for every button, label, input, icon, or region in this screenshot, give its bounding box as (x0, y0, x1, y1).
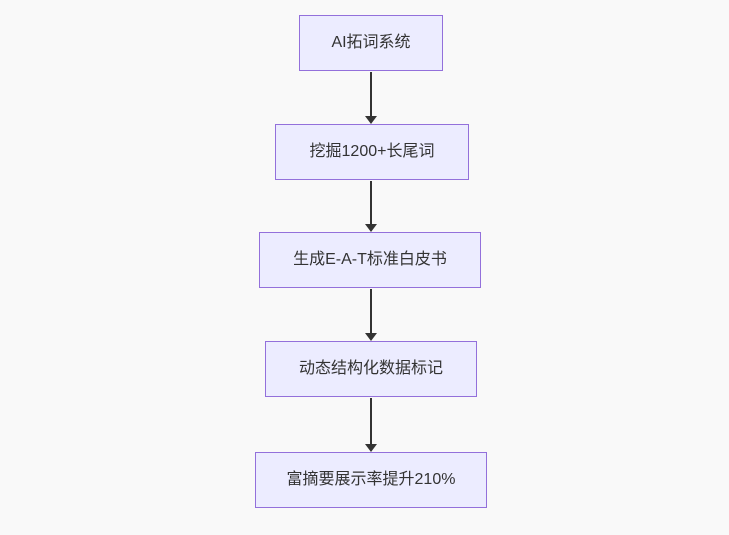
flow-arrow-3 (365, 289, 377, 341)
arrowhead-down-icon (365, 444, 377, 452)
flow-node-rich-snippet-rate: 富摘要展示率提升210% (255, 452, 487, 508)
flow-node-label: AI拓词系统 (331, 34, 411, 51)
arrowhead-down-icon (365, 116, 377, 124)
arrow-shaft (370, 72, 372, 116)
arrowhead-down-icon (365, 224, 377, 232)
arrow-shaft (370, 181, 372, 224)
flow-node-label: 生成E-A-T标准白皮书 (293, 251, 447, 268)
flow-node-longtail-keywords: 挖掘1200+长尾词 (275, 124, 469, 180)
flow-arrow-1 (365, 72, 377, 124)
flow-node-eat-whitepaper: 生成E-A-T标准白皮书 (259, 232, 481, 288)
arrow-shaft (370, 289, 372, 333)
flow-node-ai-word-expansion: AI拓词系统 (299, 15, 443, 71)
arrow-shaft (370, 398, 372, 444)
flow-node-label: 挖掘1200+长尾词 (309, 143, 435, 160)
flow-node-label: 动态结构化数据标记 (298, 360, 443, 377)
flow-arrow-4 (365, 398, 377, 452)
flow-node-structured-data-markup: 动态结构化数据标记 (265, 341, 477, 397)
flow-node-label: 富摘要展示率提升210% (286, 471, 456, 488)
flow-arrow-2 (365, 181, 377, 232)
arrowhead-down-icon (365, 333, 377, 341)
